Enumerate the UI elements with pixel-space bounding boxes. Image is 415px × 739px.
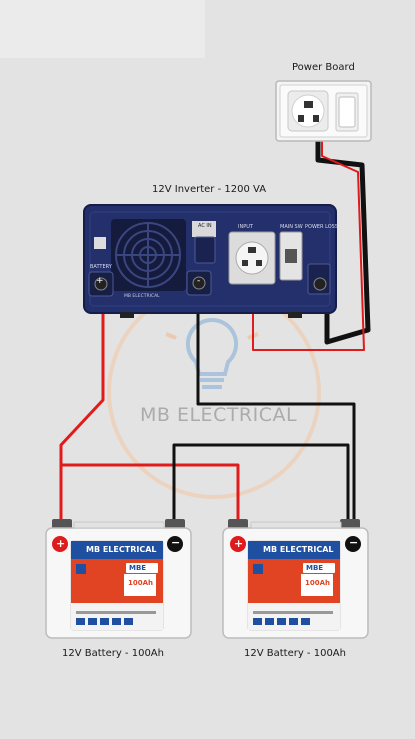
inverter-battery-label: BATTERY xyxy=(90,264,112,270)
watermark-text: MB ELECTRICAL xyxy=(140,404,298,426)
ac-output-wire-black xyxy=(315,140,371,345)
battery-2-rating: 100Ah xyxy=(305,579,331,587)
inverter-switch-label: MAIN SW xyxy=(280,224,303,230)
battery-2-terminal-minus[interactable] xyxy=(340,519,360,529)
negative-icon xyxy=(345,536,361,552)
warning-icon xyxy=(94,237,106,249)
battery-2-terminal-plus[interactable] xyxy=(228,519,248,529)
bulb-icon xyxy=(165,302,259,389)
corner-panel xyxy=(0,0,205,58)
battery-2-plus-symbol: + xyxy=(234,537,244,550)
battery-1-minus-symbol: − xyxy=(171,536,181,549)
inverter-negative-wire xyxy=(196,288,356,540)
fuse-holder xyxy=(192,221,216,237)
battery-1-terminal-plus[interactable] xyxy=(52,519,72,529)
battery-2-brand: MB ELECTRICAL xyxy=(263,545,334,554)
battery-1-brand: MB ELECTRICAL xyxy=(86,545,157,554)
ac-input-port[interactable] xyxy=(194,236,216,264)
battery-1-plus-symbol: + xyxy=(56,537,66,550)
inverter-foot xyxy=(120,312,134,318)
cooling-fan xyxy=(111,219,186,291)
power-socket[interactable] xyxy=(287,90,329,132)
inverter-ac-in-label: AC IN xyxy=(198,223,212,229)
battery-2 xyxy=(222,519,369,639)
inverter-minus-mark: - xyxy=(197,276,201,286)
inverter-output-label: POWER LOSS xyxy=(305,224,339,230)
battery-1-terminal-minus[interactable] xyxy=(165,519,185,529)
negative-icon xyxy=(167,536,183,552)
inverter-input-label: INPUT xyxy=(238,224,253,230)
battery-2-caption: 12V Battery - 100Ah xyxy=(244,648,346,659)
battery-2-logo: MBE xyxy=(306,564,324,572)
battery-parallel-positive xyxy=(61,463,240,525)
battery-1 xyxy=(45,519,192,639)
battery-1-logo: MBE xyxy=(129,564,147,572)
battery-parallel-negative xyxy=(172,443,350,540)
inverter-unit xyxy=(83,204,337,318)
power-board[interactable] xyxy=(275,80,372,142)
inverter-label: 12V Inverter - 1200 VA xyxy=(152,184,267,195)
inverter-brand-text: MB ELECTRICAL xyxy=(124,294,160,299)
battery-1-rating: 100Ah xyxy=(128,579,154,587)
power-board-label: Power Board xyxy=(292,62,355,73)
positive-icon xyxy=(52,536,68,552)
battery-1-caption: 12V Battery - 100Ah xyxy=(62,648,164,659)
inverter-positive-wire xyxy=(59,285,105,525)
inverter-foot xyxy=(288,312,302,318)
ac-output-wire-red xyxy=(252,140,365,351)
power-switch[interactable] xyxy=(335,92,359,132)
positive-icon xyxy=(230,536,246,552)
inverter-plus-mark: + xyxy=(96,276,104,286)
battery-2-minus-symbol: − xyxy=(349,536,359,549)
